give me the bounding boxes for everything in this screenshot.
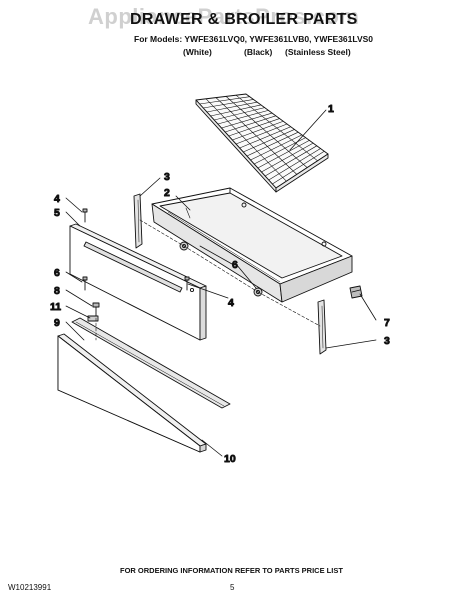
callout-drawer-body: 2 <box>164 187 170 199</box>
page-number: 5 <box>230 583 235 592</box>
rack-wire <box>264 145 318 177</box>
rack-wire <box>272 150 325 185</box>
rack-wire <box>206 101 258 113</box>
callout-drawer-front-panel: 5 <box>54 207 60 219</box>
variant-stainless: (Stainless Steel) <box>285 47 351 57</box>
callout-screw-top-left: 4 <box>54 193 60 205</box>
variant-black: (Black) <box>244 47 273 57</box>
screw-top-left[interactable] <box>82 208 88 223</box>
drawer-body[interactable] <box>151 187 353 303</box>
screw-right[interactable] <box>184 276 190 291</box>
callout-glide: 7 <box>384 317 390 329</box>
rack-wire <box>199 96 251 105</box>
rack-wire <box>228 118 280 137</box>
callout-screw-lower-left: 6 <box>54 267 60 279</box>
rack-wire <box>217 110 269 125</box>
slide-rail-right[interactable] <box>317 299 327 355</box>
rack-wire <box>202 99 254 109</box>
rack-wire <box>235 94 318 162</box>
lower-front-panel[interactable] <box>57 333 207 453</box>
watermark: AppliancePartsPros.com <box>88 4 360 29</box>
callout-screw-bracket: 8 <box>54 285 60 297</box>
rack-wire <box>235 123 288 145</box>
callout-clip: 11 <box>50 301 61 313</box>
ordering-note: FOR ORDERING INFORMATION REFER TO PARTS … <box>120 566 343 575</box>
screw-lower-left[interactable] <box>82 276 88 291</box>
model-list: For Models: YWFE361LVQ0, YWFE361LVB0, YW… <box>134 34 374 44</box>
rack-wire <box>210 104 262 117</box>
rack-wire <box>215 97 298 175</box>
callout-bracket-bar: 9 <box>54 317 60 329</box>
bracket-bar[interactable] <box>71 317 231 409</box>
rack-wire <box>205 98 287 182</box>
rack-wire <box>239 126 292 149</box>
rack-wire <box>221 112 273 129</box>
rack-wire <box>257 140 310 169</box>
glide[interactable] <box>349 285 363 299</box>
slide-rail-left[interactable] <box>133 193 143 249</box>
rack-wire <box>224 115 277 133</box>
callout-roller: 6 <box>232 259 238 271</box>
rack-wire <box>246 131 299 157</box>
rack-wire <box>225 96 308 168</box>
leader-lines <box>65 109 377 457</box>
rack-wire <box>213 107 265 121</box>
callout-slide-rail-right: 3 <box>384 335 390 347</box>
callout-slide-rail-left: 3 <box>164 171 170 183</box>
drawer-front-panel[interactable] <box>69 223 207 341</box>
rack-wire <box>261 142 314 173</box>
callout-screw-right: 4 <box>228 297 234 309</box>
document-id: W10213991 <box>8 583 52 592</box>
variant-white: (White) <box>183 47 212 57</box>
rack-wire <box>242 129 295 153</box>
callout-front-panel: 10 <box>224 453 236 465</box>
rack-wire <box>268 148 321 181</box>
oven-rack[interactable] <box>195 93 329 193</box>
page-title: DRAWER & BROILER PARTS <box>130 11 358 28</box>
screw-bracket[interactable] <box>92 302 100 317</box>
callout-rack: 1 <box>328 103 334 115</box>
clip[interactable] <box>87 315 99 322</box>
rack-wire <box>232 120 284 141</box>
rack-wire <box>250 134 303 161</box>
assembly-guides <box>95 219 321 341</box>
